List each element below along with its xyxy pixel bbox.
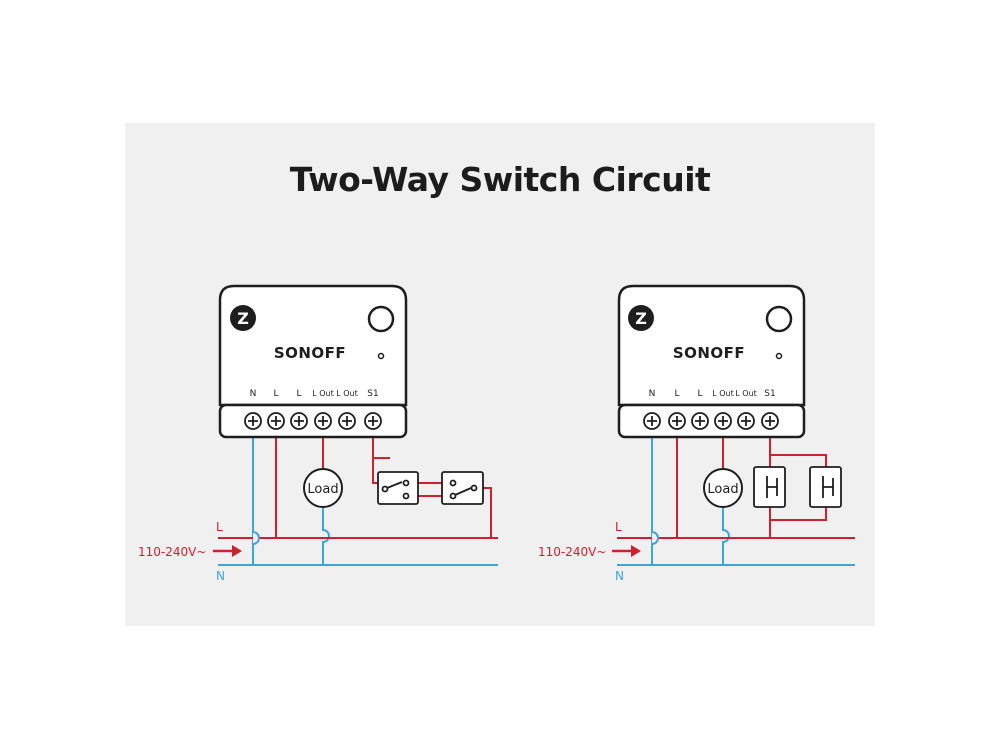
terminal-label-s1: S1 <box>367 389 378 399</box>
terminal-label-lout2: L Out <box>336 389 358 398</box>
load-right: Load <box>703 468 743 508</box>
page-title: Two-Way Switch Circuit <box>289 160 711 199</box>
two-way-switch-1 <box>377 471 419 505</box>
voltage-label: 110-240V~ <box>538 545 606 559</box>
status-led <box>377 352 385 360</box>
neutral-label: N <box>615 569 624 583</box>
terminal-label-l2: L <box>296 389 301 399</box>
zigbee-symbol: Z <box>635 309 647 328</box>
wiring-right <box>617 428 855 566</box>
push-button-2 <box>809 466 842 508</box>
load-label: Load <box>307 482 338 497</box>
brand-logo: SONOFF <box>274 344 346 362</box>
brand-logo: SONOFF <box>673 344 745 362</box>
pairing-button <box>367 305 395 333</box>
two-way-switch-2 <box>441 471 484 505</box>
sonoff-module-right: Z SONOFF N L L L Out L Out S1 <box>617 284 806 439</box>
input-arrowhead <box>232 545 242 557</box>
diagram-push-buttons: Z SONOFF N L L L Out L Out S1 Load <box>538 284 855 583</box>
terminal-label-l2: L <box>697 389 702 399</box>
terminal-label-lout1: L Out <box>312 389 334 398</box>
status-led <box>775 352 783 360</box>
line-label: L <box>615 520 622 534</box>
terminal-block <box>643 412 779 430</box>
sonoff-module-left: Z SONOFF N L L L Out L Out S1 <box>218 284 408 439</box>
terminal-label-n: N <box>649 389 656 399</box>
terminal-block <box>244 412 382 430</box>
neutral-label: N <box>216 569 225 583</box>
terminal-label-n: N <box>250 389 257 399</box>
terminal-label-l1: L <box>674 389 679 399</box>
terminal-label-lout2: L Out <box>735 389 757 398</box>
zigbee-icon <box>628 305 654 331</box>
terminal-label-l1: L <box>273 389 278 399</box>
load-label: Load <box>707 482 738 497</box>
terminal-label-lout1: L Out <box>712 389 734 398</box>
input-arrowhead <box>631 545 641 557</box>
voltage-label: 110-240V~ <box>138 545 206 559</box>
load-left: Load <box>303 468 343 508</box>
terminal-label-s1: S1 <box>764 389 775 399</box>
pairing-button <box>765 305 793 333</box>
zigbee-icon <box>230 305 256 331</box>
line-label: L <box>216 520 223 534</box>
push-button-1 <box>753 466 786 508</box>
zigbee-symbol: Z <box>237 309 249 328</box>
diagram-toggle-switches: Z SONOFF N L L L Out L Out S1 Load <box>138 284 498 583</box>
